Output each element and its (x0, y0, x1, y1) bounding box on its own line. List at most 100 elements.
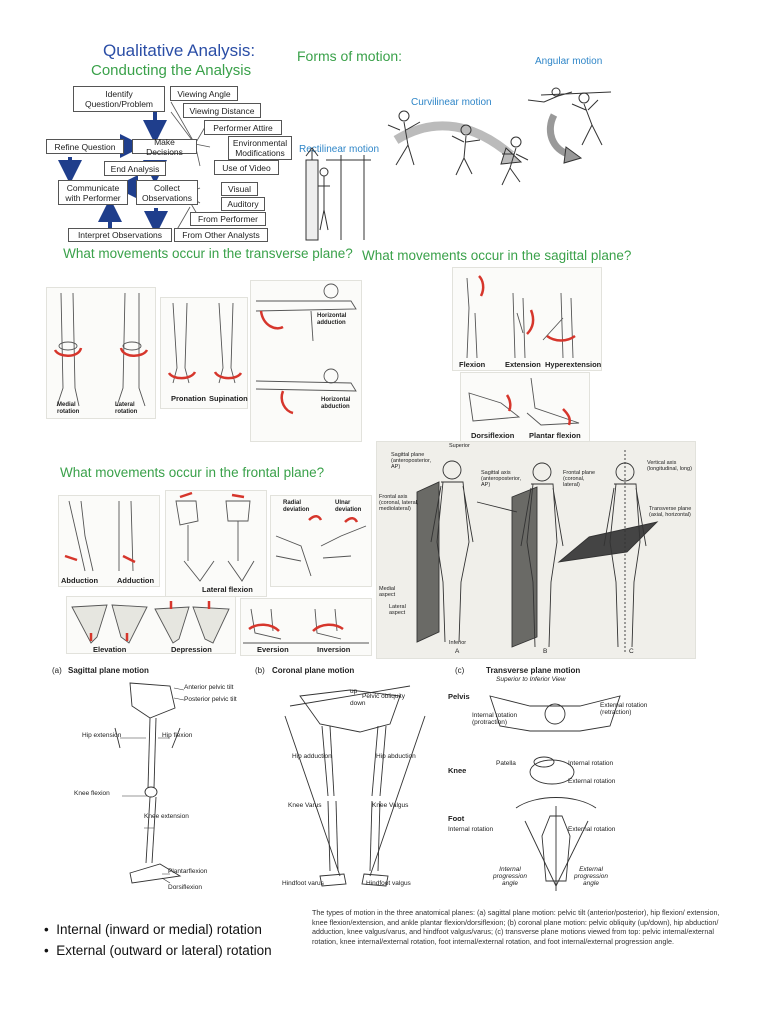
lateral-flexion-label: Lateral flexion (202, 585, 253, 594)
scapula-figure: Elevation Depression (66, 596, 236, 654)
flow-use-of-video: Use of Video (214, 160, 279, 175)
hip-flexion-label: Hip flexion (162, 732, 193, 739)
knee-extension-label: Knee extension (144, 813, 189, 820)
rectilinear-motion-label: Rectilinear motion (299, 144, 380, 155)
medial-rotation-label: Medial rotation (57, 402, 80, 415)
ankle-figure: Dorsiflexion Plantar flexion (460, 372, 590, 444)
knee-label: Knee (448, 766, 467, 775)
foot-eversion-figure: Eversion Inversion (240, 598, 372, 656)
flow-from-performer: From Performer (190, 212, 266, 226)
adduction-label: Adduction (117, 576, 155, 585)
lateral-aspect-label: Lateral aspect (389, 604, 406, 616)
pelvic-up-label: up (350, 688, 358, 695)
plantarflexion-label: Plantarflexion (168, 868, 208, 875)
flow-performer-attire: Performer Attire (204, 120, 282, 135)
knee-varus-label: Knee Varus (288, 802, 322, 809)
wrist-deviation-figure: Radial deviation Ulnar deviation (270, 495, 372, 587)
flow-make-decisions: Make Decisions (132, 137, 197, 157)
foot-external-rotation-label: External rotation (568, 826, 616, 833)
coronal-skeleton-illustration (284, 685, 426, 887)
flow-viewing-angle: Viewing Angle (170, 86, 238, 101)
hindfoot-varus-label: Hindfoot varus (282, 880, 324, 887)
knee-internal-rotation-label: Internal rotation (568, 760, 614, 767)
internal-progression-angle-label: Internal progression angle (493, 866, 527, 887)
transverse-heading: What movements occur in the transverse p… (63, 246, 353, 261)
radial-deviation-label: Radial deviation (283, 500, 310, 513)
bullet-external-rotation: • External (outward or lateral) rotation (44, 943, 272, 958)
lateral-flexion-figure: Lateral flexion (165, 490, 267, 597)
flow-collect-observations: Collect Observations (136, 180, 198, 205)
sagittal-motion-index: (a) (52, 666, 62, 675)
plantar-flexion-label: Plantar flexion (529, 431, 581, 440)
hyperextension-label: Hyperextension (545, 360, 602, 369)
vertical-axis-label: Vertical axis (longitudinal, long) (647, 460, 692, 472)
frontal-plane-label: Frontal plane (coronal, lateral) (563, 470, 596, 488)
internal-rotation-protraction-label: Internal rotation (protraction) (472, 712, 518, 726)
knee-external-rotation-label: External rotation (568, 778, 616, 785)
transverse-motion-title: Transverse plane motion (486, 666, 581, 675)
flow-refine-question: Refine Question (46, 139, 124, 154)
frontal-axis-label: Frontal axis (coronal, lateral, mediolat… (379, 494, 419, 512)
sagittal-axis-label: Sagittal axis (anteroposterior, AP) (481, 470, 522, 488)
transverse-motion-subtitle: Superior to Inferior View (496, 676, 566, 683)
abduction-label: Abduction (61, 576, 99, 585)
eversion-label: Eversion (257, 645, 289, 654)
transverse-skeleton-illustration (489, 695, 621, 891)
pelvic-obliquity-label: Pelvic obliquity (362, 693, 405, 700)
flow-interpret-observations: Interpret Observations (68, 228, 172, 242)
pelvic-down-label: down (350, 700, 366, 707)
qa-subtitle: Conducting the Analysis (91, 62, 252, 79)
knee-valgus-label: Knee Valgus (372, 802, 409, 809)
foot-internal-rotation-label: Internal rotation (448, 826, 494, 833)
flow-identify: Identify Question/Problem (73, 86, 165, 112)
bullet-dot: • (44, 943, 57, 958)
flow-end-analysis: End Analysis (104, 161, 166, 176)
curvilinear-motion-label: Curvilinear motion (411, 97, 492, 108)
inversion-label: Inversion (317, 645, 351, 654)
dorsiflexion-bottom-label: Dorsiflexion (168, 884, 202, 891)
anterior-pelvic-tilt-label: Anterior pelvic tilt (184, 684, 234, 691)
transverse-motion-index: (c) (455, 666, 465, 675)
inferior-label: Inferior (449, 640, 467, 646)
hip-adduction-label: Hip adduction (292, 753, 332, 760)
depression-label: Depression (171, 645, 212, 654)
coronal-motion-index: (b) (255, 666, 265, 675)
superior-label: Superior (449, 443, 470, 449)
pronation-label: Pronation (171, 394, 206, 403)
posterior-pelvic-tilt-label: Posterior pelvic tilt (184, 696, 237, 703)
forms-of-motion-illustration (305, 87, 612, 241)
sagittal-plane-label: Sagittal plane (anteroposterior, AP) (391, 452, 432, 470)
flow-auditory: Auditory (221, 197, 265, 211)
foot-label: Foot (448, 814, 465, 823)
figure-caption: The types of motion in the three anatomi… (312, 908, 720, 946)
bullet-dot: • (44, 922, 57, 937)
dorsiflexion-label: Dorsiflexion (471, 431, 515, 440)
coronal-motion-title: Coronal plane motion (272, 666, 355, 675)
bullet-external-text: External (outward or lateral) rotation (56, 943, 272, 958)
transverse-plane-label: Transverse plane (axial, horizontal) (649, 506, 692, 518)
flow-viewing-distance: Viewing Distance (183, 103, 261, 118)
flow-visual: Visual (221, 182, 258, 196)
bullet-internal-text: Internal (inward or medial) rotation (56, 922, 262, 937)
medial-aspect-label: Medial aspect (379, 586, 396, 598)
patella-label: Patella (496, 760, 516, 767)
forms-title: Forms of motion: (297, 48, 403, 64)
ulnar-deviation-label: Ulnar deviation (335, 500, 362, 513)
bullet-internal-rotation: • Internal (inward or medial) rotation (44, 922, 262, 937)
horizontal-abduction-label: Horizontal abduction (321, 397, 351, 410)
extension-label: Extension (505, 360, 541, 369)
supination-label: Supination (209, 394, 248, 403)
hip-abduction-label: Hip abduction (376, 753, 416, 760)
hip-abduction-figure: Abduction Adduction (58, 495, 160, 587)
figure-b-label: B (543, 648, 548, 655)
elevation-label: Elevation (93, 645, 127, 654)
horizontal-adduction-label: Horizontal adduction (317, 313, 347, 326)
figure-a-label: A (455, 648, 460, 655)
horizontal-arm-figure: Horizontal adduction Horizontal abductio… (250, 280, 362, 442)
figure-c-label: C (629, 648, 634, 655)
transverse-rotation-figure: Medial rotation Lateral rotation (46, 287, 156, 419)
flexion-label: Flexion (459, 360, 486, 369)
angular-motion-label: Angular motion (535, 56, 603, 67)
flow-communicate: Communicate with Performer (58, 180, 128, 205)
sagittal-skeleton-illustration (114, 682, 185, 884)
